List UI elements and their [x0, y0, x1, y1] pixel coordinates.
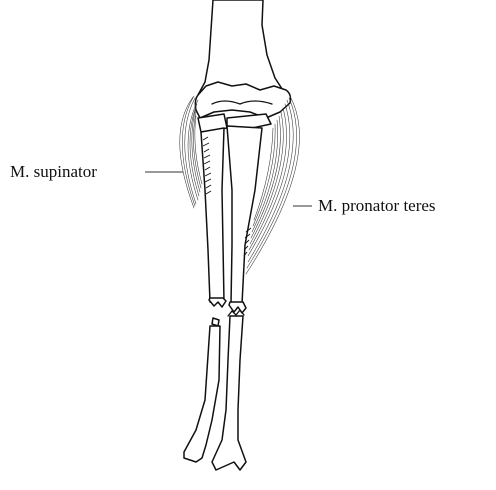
humerus — [198, 0, 286, 95]
pronator-teres-label: M. pronator teres — [318, 197, 436, 214]
humerus-condyles — [195, 82, 290, 118]
supinator-label: M. supinator — [10, 163, 97, 180]
lower-radius-shaft — [184, 326, 220, 462]
radius-shaft — [201, 128, 224, 302]
lower-radius — [212, 318, 219, 326]
radius-fracture — [209, 298, 226, 307]
ulna-shaft — [227, 126, 262, 304]
